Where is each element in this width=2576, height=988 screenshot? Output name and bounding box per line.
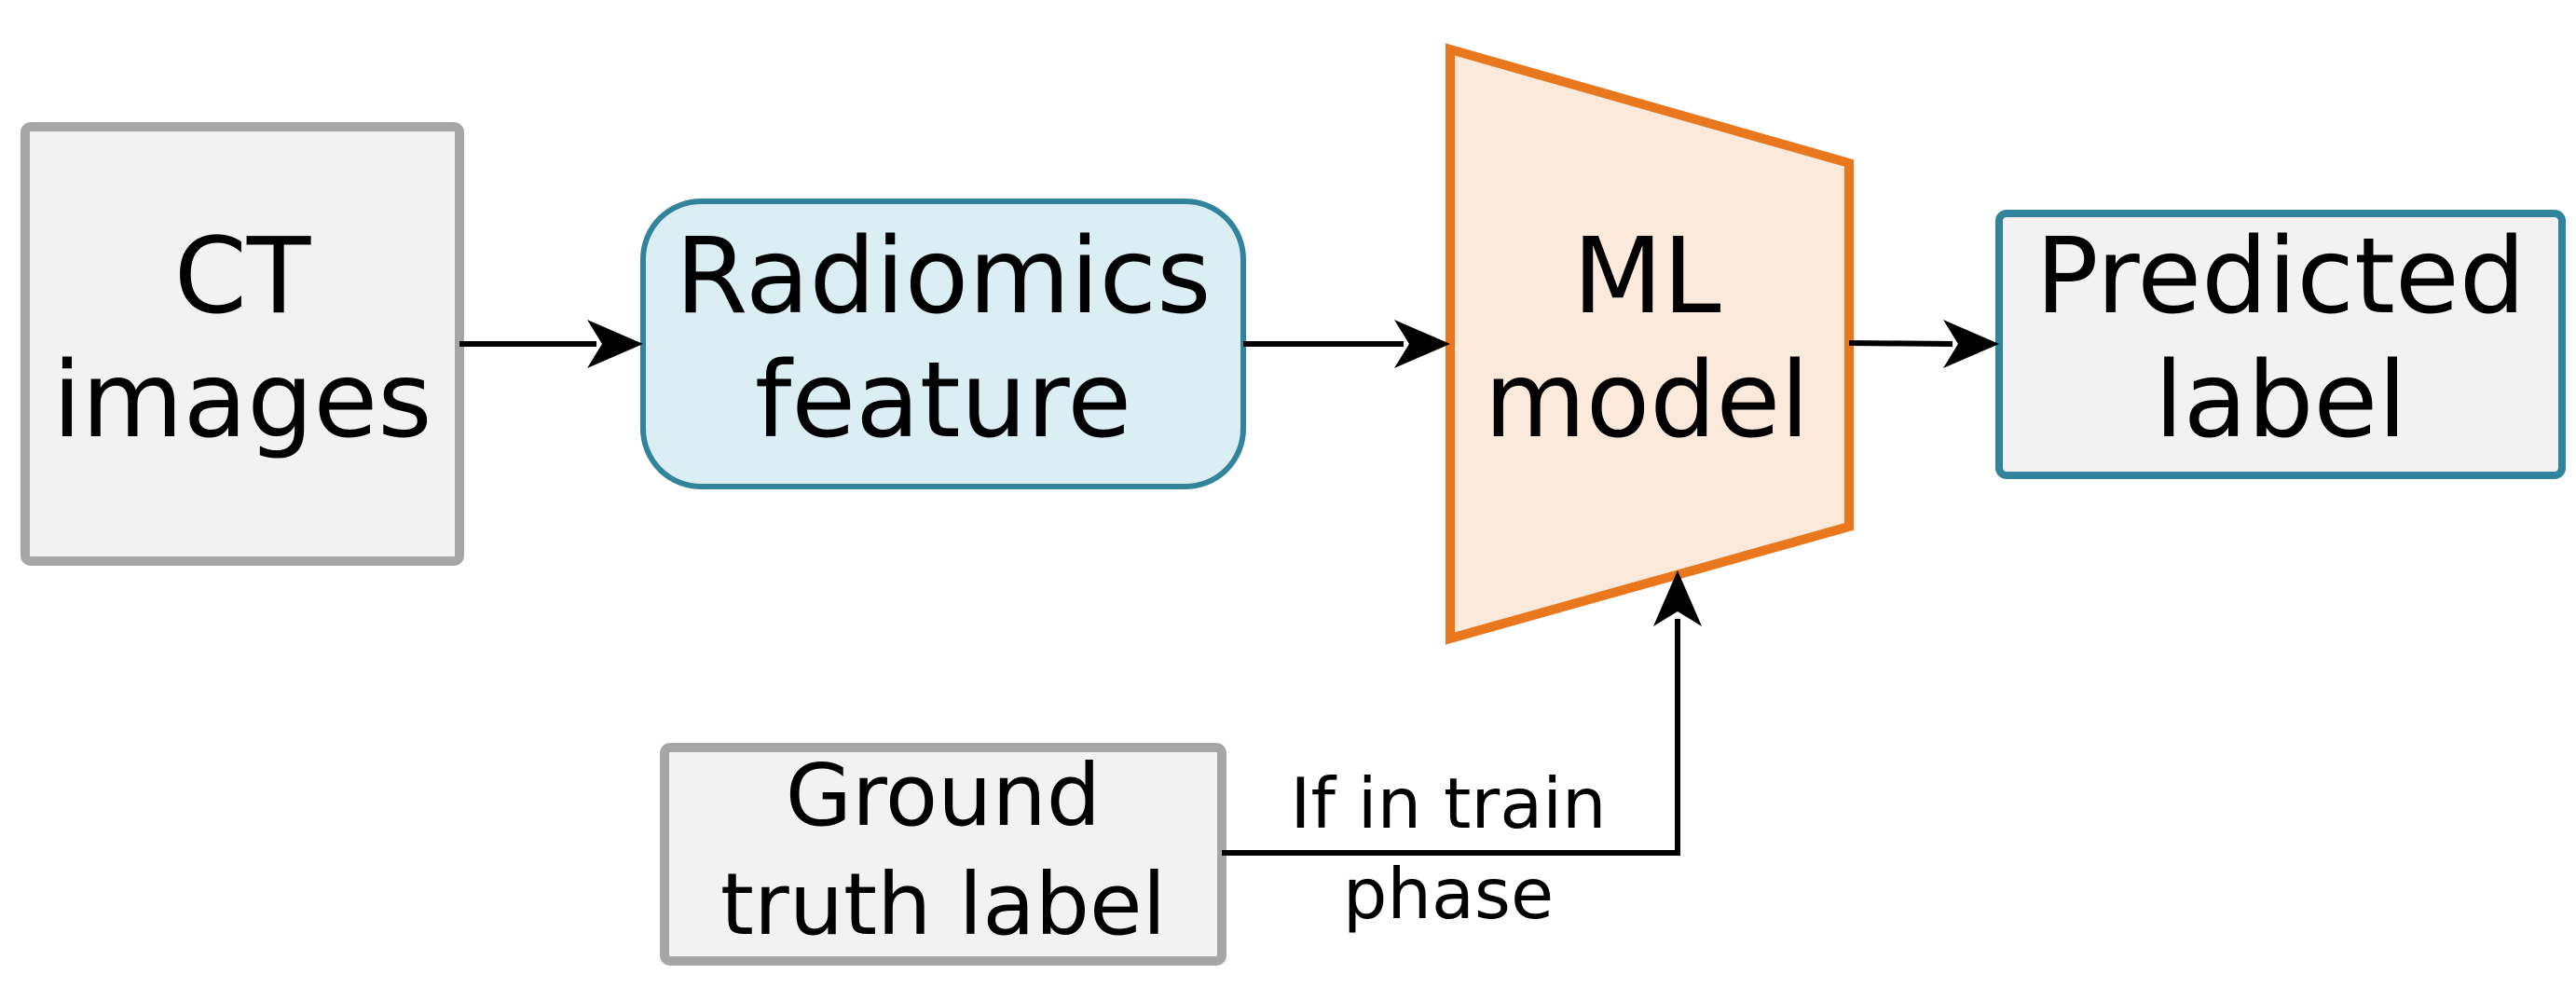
edge-radiomics-to-ml-arrowhead <box>1394 320 1450 368</box>
edge-ml-to-predicted-line <box>1848 340 1953 347</box>
node-ground-truth-label: Ground truth label <box>660 743 1226 966</box>
edge-ml-to-predicted <box>1848 320 1999 368</box>
predicted-label-line1: Predicted <box>2035 216 2526 337</box>
node-ct-images: CT images <box>21 122 464 566</box>
edge-ml-to-predicted-arrowhead <box>1943 320 1999 368</box>
predicted-label-line2: label <box>2155 340 2407 461</box>
ml-model-label-line1: ML <box>1572 216 1720 337</box>
edge-ground-truth-to-ml-label-line2: phase <box>1343 853 1554 935</box>
node-predicted-label: Predicted label <box>1995 210 2566 479</box>
ground-truth-label-line1: Ground <box>786 746 1101 845</box>
ml-model-label-line2: model <box>1485 340 1810 461</box>
node-radiomics-feature: Radiomics feature <box>640 199 1246 489</box>
ground-truth-label-line2: truth label <box>720 855 1166 954</box>
edge-ct-to-radiomics-arrowhead <box>587 320 643 368</box>
edge-ground-truth-to-ml: If in train phase <box>1222 570 1702 935</box>
edge-radiomics-to-ml <box>1243 320 1450 368</box>
node-ml-model: ML model <box>1446 43 1854 645</box>
radiomics-feature-label-line1: Radiomics <box>676 216 1212 337</box>
edge-ground-truth-to-ml-label-line1: If in train <box>1290 762 1606 844</box>
radiomics-feature-label-line2: feature <box>755 340 1131 461</box>
edge-ct-to-radiomics <box>459 320 643 368</box>
ml-model-shape <box>1446 43 1854 645</box>
ct-images-label-line2: images <box>52 340 432 461</box>
edge-ground-truth-to-ml-arrowhead <box>1653 570 1702 626</box>
predicted-label-box <box>1995 210 2566 479</box>
ct-images-label-line1: CT <box>174 216 311 337</box>
edge-ground-truth-to-ml-line <box>1222 619 1680 856</box>
